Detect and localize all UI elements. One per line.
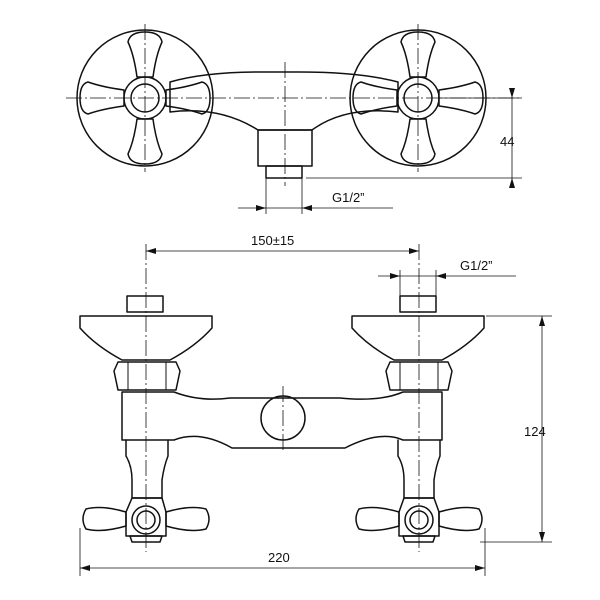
dim-220-arrow-right xyxy=(475,565,485,571)
right-front-handle-stem xyxy=(398,497,440,537)
outlet-thread xyxy=(265,165,303,179)
dim-inlet-arrow-right xyxy=(436,273,446,279)
right-escutcheon-cone xyxy=(351,315,485,361)
dim-150-label: 150±15 xyxy=(251,233,294,248)
right-front-handle xyxy=(355,497,483,543)
top-view: 44 G1/2” xyxy=(66,24,522,214)
left-valve-housing xyxy=(125,439,169,499)
dim-44-arrow-bottom xyxy=(509,178,515,188)
dim-220-label: 220 xyxy=(268,550,290,565)
left-escutcheon-cone xyxy=(79,315,213,361)
dim-124-arrow-bottom xyxy=(539,532,545,542)
dim-inlet-label: G1/2” xyxy=(460,258,493,273)
dim-outlet-arrow-right xyxy=(302,205,312,211)
dim-44-arrow-top xyxy=(509,88,515,98)
dim-inlet-arrow-left xyxy=(390,273,400,279)
front-view: 150±15 G1/2” 124 220 xyxy=(79,233,552,576)
left-hex-nut xyxy=(113,361,181,391)
right-handle-arm-left xyxy=(352,81,398,115)
left-inlet-pipe xyxy=(126,295,164,313)
left-front-handle-arm-right xyxy=(165,506,210,532)
dim-150-arrow-right xyxy=(409,248,419,254)
dim-150-arrow-left xyxy=(146,248,156,254)
left-front-handle-base xyxy=(129,535,163,543)
dim-124-label: 124 xyxy=(524,424,546,439)
dim-outlet-arrow-left xyxy=(256,205,266,211)
right-column xyxy=(351,295,485,499)
front-mixer-body xyxy=(121,391,443,449)
dim-outlet-label: G1/2” xyxy=(332,190,365,205)
right-front-handle-base xyxy=(402,535,436,543)
dim-44-label: 44 xyxy=(500,134,514,149)
right-front-handle-arm-left xyxy=(355,506,400,532)
right-hex-nut xyxy=(385,361,453,391)
dim-220-arrow-left xyxy=(80,565,90,571)
top-mixer-body xyxy=(169,71,399,131)
left-front-handle-arm-left xyxy=(82,506,127,532)
right-front-handle-arm-right xyxy=(438,506,483,532)
left-front-handle-stem xyxy=(125,497,167,537)
right-inlet-pipe xyxy=(399,295,437,313)
dim-124-arrow-top xyxy=(539,316,545,326)
